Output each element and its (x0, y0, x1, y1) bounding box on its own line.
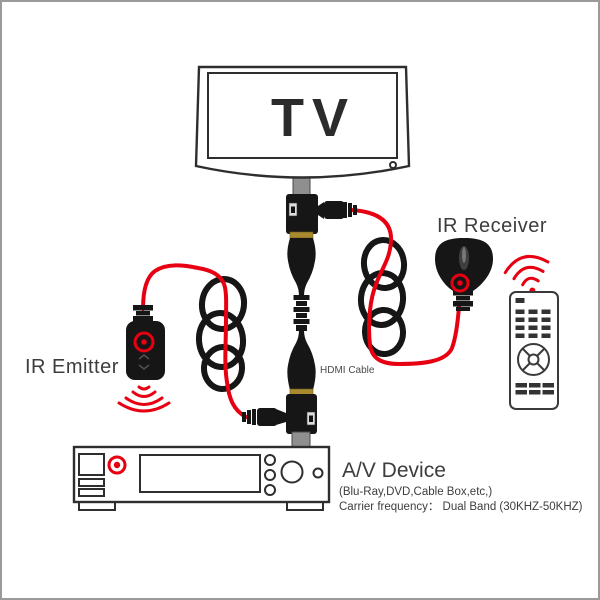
ir-emitter-label: IR Emitter (25, 356, 119, 378)
ir-sensor-dot-icon (107, 455, 127, 475)
hdmi-cable-body-icon (287, 238, 316, 390)
jack-plug-top-icon (318, 201, 357, 219)
ir-receiver-head-icon (435, 238, 493, 311)
remote-control-icon (509, 291, 559, 410)
ir-receiver-label: IR Receiver (437, 215, 547, 237)
ir-signal-emitter-icon (117, 385, 171, 413)
hdmi-cable-label: HDMI Cable (320, 365, 375, 376)
cable-coil-left-icon (195, 276, 248, 392)
dpad-icon (517, 343, 550, 376)
cable-coil-right-icon (357, 237, 408, 357)
ir-adapter-bottom-icon (286, 394, 317, 434)
av-device-icon (72, 445, 331, 511)
hdmi-plug-top-icon (292, 177, 311, 197)
tv-icon: TV (194, 65, 411, 179)
ir-emitter-head-icon (126, 305, 165, 380)
hdmi-plug-bottom-icon (291, 431, 311, 449)
av-device-subtitle: (Blu-Ray,DVD,Cable Box,etc,) (339, 486, 492, 498)
gold-connector-band (289, 231, 314, 239)
av-device-title: A/V Device (342, 459, 446, 482)
tv-label: TV (271, 88, 356, 148)
jack-plug-bottom-icon (242, 408, 286, 426)
ir-adapter-top-icon (286, 194, 318, 234)
av-device-carrier-frequency: Carrier frequency： Dual Band (30KHZ-50KH… (339, 501, 583, 513)
ir-emitter-cable (141, 263, 248, 419)
ir-receiver-cable (350, 208, 461, 367)
device-display (139, 454, 261, 493)
ir-eye-ring-icon (450, 273, 470, 293)
ir-eye-ring-icon (133, 331, 155, 353)
tv-power-led-icon (389, 161, 397, 169)
